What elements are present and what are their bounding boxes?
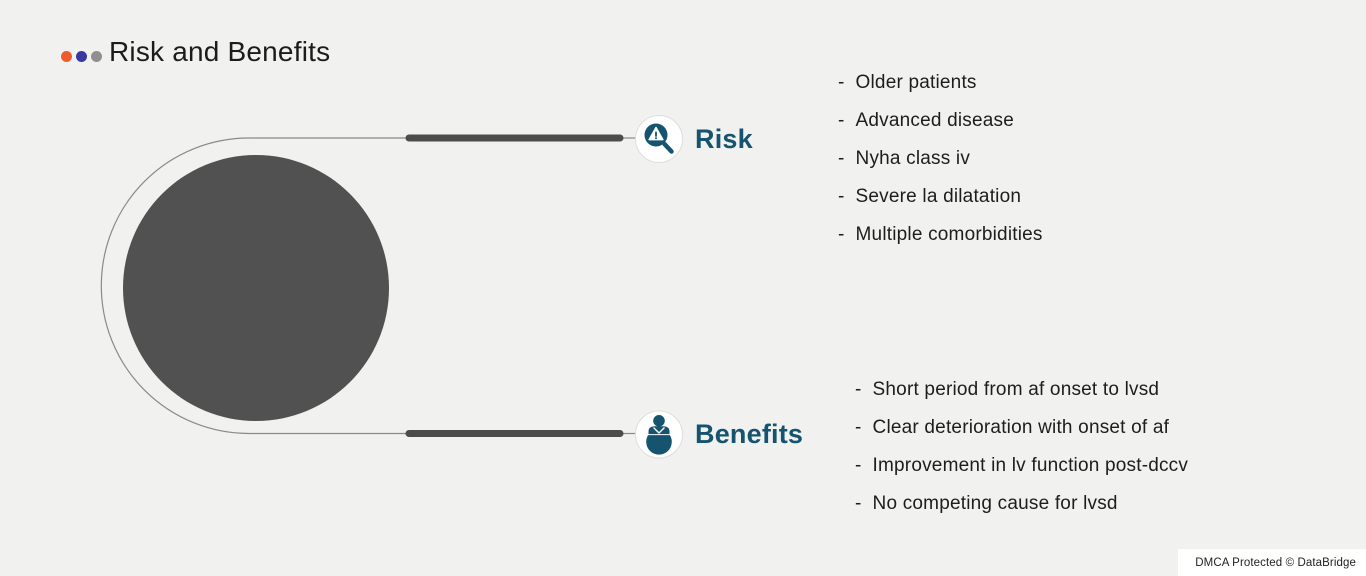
list-item-text: Improvement in lv function post-dccv <box>872 455 1189 476</box>
risk-icon-badge <box>635 115 683 163</box>
list-item-text: Multiple comorbidities <box>855 224 1043 245</box>
bullet-dash: - <box>838 186 845 207</box>
list-item-text: Nyha class iv <box>855 148 971 169</box>
list-item-text: Short period from af onset to lvsd <box>872 379 1160 400</box>
bullet-dash: - <box>855 417 862 438</box>
magnifier-handle <box>662 141 674 154</box>
list-item: - Severe la dilatation <box>838 178 1043 216</box>
magnifier-warning-icon <box>644 123 674 154</box>
list-item: - Improvement in lv function post-dccv <box>855 447 1188 485</box>
list-item: - Multiple comorbidities <box>838 216 1043 254</box>
list-item: - No competing cause for lvsd <box>855 485 1188 523</box>
list-item: - Nyha class iv <box>838 140 1043 178</box>
dot-orange-icon <box>61 51 72 62</box>
list-item-text: Clear deterioration with onset of af <box>872 417 1170 438</box>
list-item-text: Advanced disease <box>855 110 1015 131</box>
list-item-text: No competing cause for lvsd <box>872 493 1118 514</box>
title-dots <box>61 51 102 62</box>
person-icon <box>646 415 672 455</box>
bullet-dash: - <box>855 455 862 476</box>
list-item: - Older patients <box>838 64 1043 102</box>
person-collar <box>653 427 665 434</box>
list-item-text: Severe la dilatation <box>855 186 1022 207</box>
warning-exclamation-dot <box>655 137 657 140</box>
bullet-dash: - <box>838 72 845 93</box>
dot-gray-icon <box>91 51 102 62</box>
list-item: - Clear deterioration with onset of af <box>855 409 1188 447</box>
page-title: Risk and Benefits <box>109 36 331 67</box>
list-item: - Advanced disease <box>838 102 1043 140</box>
bullet-dash: - <box>855 379 862 400</box>
main-circle <box>123 155 389 421</box>
dot-blue-icon <box>76 51 87 62</box>
bullet-dash: - <box>838 110 845 131</box>
person-body <box>646 429 672 455</box>
benefits-label: Benefits <box>695 419 804 449</box>
bullet-dash: - <box>838 148 845 169</box>
risk-label: Risk <box>695 124 753 154</box>
bullet-dash: - <box>838 224 845 245</box>
header: Risk and Benefits <box>61 34 330 70</box>
benefits-icon-badge <box>635 410 683 459</box>
benefits-list: - Short period from af onset to lvsd - C… <box>855 371 1188 523</box>
list-item: - Short period from af onset to lvsd <box>855 371 1188 409</box>
bullet-dash: - <box>855 493 862 514</box>
dmca-watermark: DMCA Protected © DataBridge <box>1178 549 1366 576</box>
risk-list: - Older patients - Advanced disease - Ny… <box>838 64 1043 254</box>
person-head <box>653 415 665 427</box>
loop-line <box>100 137 409 435</box>
list-item-text: Older patients <box>855 72 977 93</box>
